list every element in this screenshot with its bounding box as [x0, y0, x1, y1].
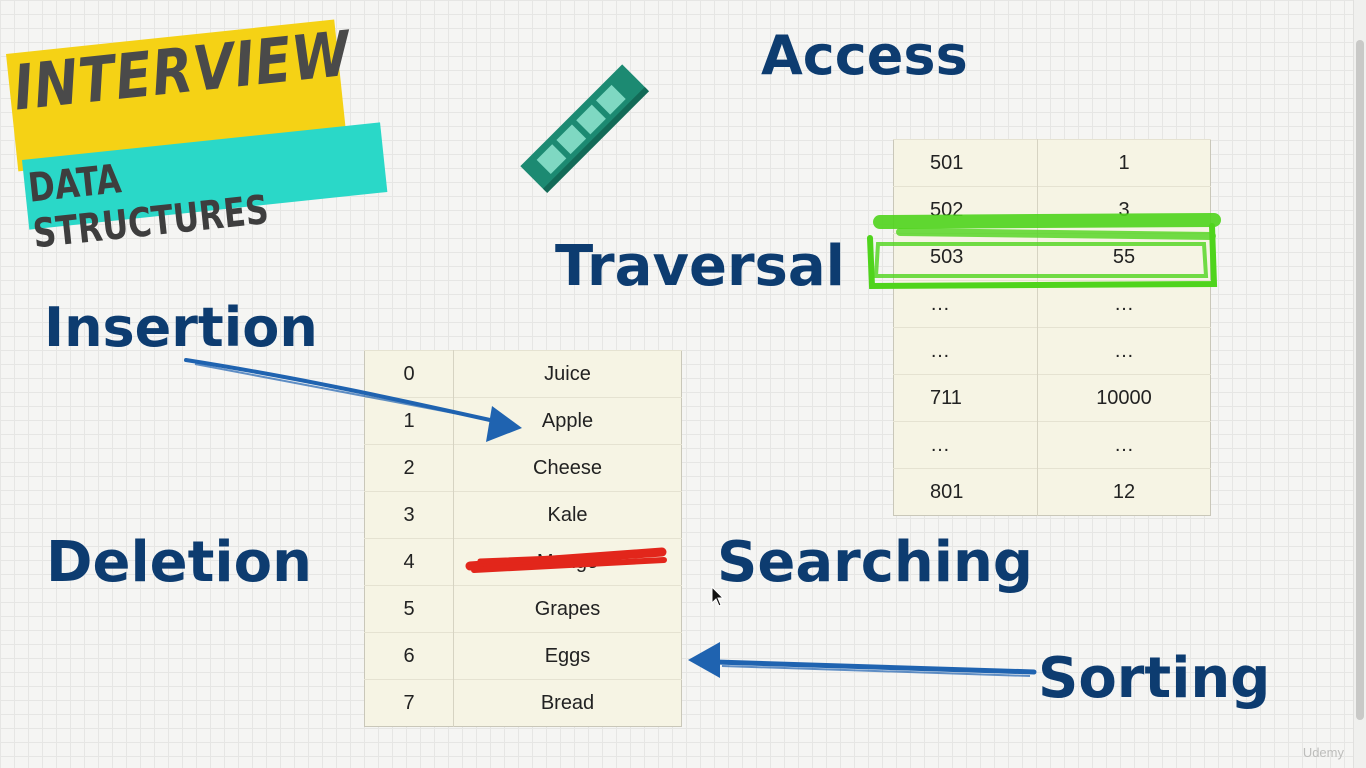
value-cell: 12 — [1037, 468, 1211, 516]
table-row: …… — [893, 327, 1211, 375]
index-cell: 3 — [364, 491, 454, 539]
address-cell: 711 — [893, 374, 1038, 422]
label-sorting: Sorting — [1038, 646, 1271, 711]
address-cell: 801 — [893, 468, 1038, 516]
value-cell: 10000 — [1037, 374, 1211, 422]
value-cell: … — [1037, 280, 1211, 328]
index-cell: 1 — [364, 397, 454, 445]
address-cell: 502 — [893, 186, 1038, 234]
value-cell: Apple — [453, 397, 682, 445]
interview-badge: INTERVIEW DATA STRUCTURES — [0, 17, 400, 257]
scrollbar-thumb[interactable] — [1356, 40, 1364, 720]
address-cell: … — [893, 421, 1038, 469]
value-cell: Bread — [453, 679, 682, 727]
value-cell: 3 — [1037, 186, 1211, 234]
index-cell: 5 — [364, 585, 454, 633]
value-cell: 1 — [1037, 139, 1211, 187]
label-insertion: Insertion — [44, 296, 318, 359]
index-cell: 4 — [364, 538, 454, 586]
address-cell: 503 — [893, 233, 1038, 281]
label-searching: Searching — [717, 530, 1033, 595]
value-cell: … — [1037, 421, 1211, 469]
label-deletion: Deletion — [46, 530, 312, 595]
index-cell: 0 — [364, 350, 454, 398]
value-cell: Cheese — [453, 444, 682, 492]
value-cell: Kale — [453, 491, 682, 539]
address-cell: 501 — [893, 139, 1038, 187]
value-cell: Juice — [453, 350, 682, 398]
address-cell: … — [893, 280, 1038, 328]
sorting-arrow — [688, 642, 1037, 678]
table-row: …… — [893, 280, 1211, 328]
value-cell: … — [1037, 327, 1211, 375]
scrollbar-track[interactable] — [1353, 0, 1366, 768]
value-cell: Grapes — [453, 585, 682, 633]
watermark: Udemy — [1302, 745, 1344, 760]
label-traversal: Traversal — [555, 234, 845, 299]
mouse-cursor-icon — [711, 586, 725, 607]
index-cell: 7 — [364, 679, 454, 727]
value-cell: Mango — [453, 538, 682, 586]
value-cell: 55 — [1037, 233, 1211, 281]
value-cell: Eggs — [453, 632, 682, 680]
label-access: Access — [761, 24, 968, 87]
table-row: …… — [893, 421, 1211, 469]
index-cell: 6 — [364, 632, 454, 680]
address-cell: … — [893, 327, 1038, 375]
index-cell: 2 — [364, 444, 454, 492]
